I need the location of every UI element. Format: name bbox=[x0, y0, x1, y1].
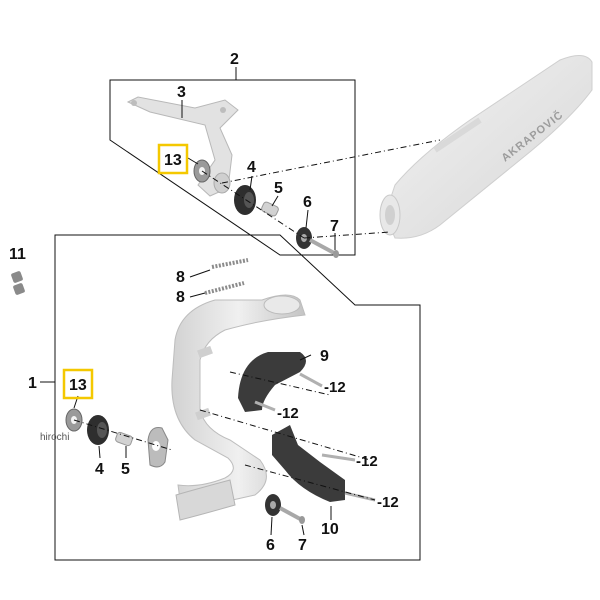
callout-12-a: -12 bbox=[324, 379, 346, 396]
callout-11: 11 bbox=[9, 246, 26, 263]
rubber-grommet-4-bottom bbox=[87, 415, 109, 445]
highlight-box-13-bottom bbox=[62, 368, 94, 400]
clamp-bracket bbox=[147, 427, 169, 468]
callout-9: 9 bbox=[320, 348, 329, 365]
clip-11 bbox=[11, 271, 25, 295]
bolt-7-bottom bbox=[279, 506, 305, 524]
callout-7-bottom: 7 bbox=[298, 537, 307, 554]
callout-12-b: -12 bbox=[277, 405, 299, 422]
group-2-frame bbox=[109, 79, 356, 256]
axis-line-bottom-c bbox=[229, 371, 331, 396]
axis-line-top-b bbox=[303, 231, 391, 239]
callout-10: 10 bbox=[321, 521, 339, 538]
callout-2: 2 bbox=[230, 51, 239, 68]
callout-6-top: 6 bbox=[303, 194, 312, 211]
small-screws-12 bbox=[254, 372, 376, 502]
watermark-text: hirochi bbox=[40, 432, 69, 443]
axis-line-top-a bbox=[221, 139, 441, 184]
muffler: AKRAPOVIČ bbox=[379, 55, 593, 239]
callout-12-c: -12 bbox=[356, 453, 378, 470]
springs-8 bbox=[204, 258, 249, 295]
axis-line-bottom-a bbox=[73, 419, 173, 451]
hanger-bracket bbox=[126, 96, 239, 197]
washer-6-bottom bbox=[265, 494, 281, 516]
callout-8-upper: 8 bbox=[176, 269, 185, 286]
callout-13-bottom: 13 bbox=[69, 377, 87, 394]
callout-4-bottom: 4 bbox=[95, 461, 104, 478]
callout-13-top: 13 bbox=[164, 152, 182, 169]
callout-7-top: 7 bbox=[330, 218, 339, 235]
callout-6-bottom: 6 bbox=[266, 537, 275, 554]
callout-5-top: 5 bbox=[274, 180, 283, 197]
highlight-box-13-top bbox=[157, 143, 189, 175]
axis-line-top-c bbox=[201, 170, 305, 239]
group-1-frame bbox=[54, 234, 421, 561]
axis-line-bottom-b bbox=[199, 409, 371, 461]
heat-shield-10 bbox=[272, 425, 345, 502]
callout-4-top: 4 bbox=[247, 159, 256, 176]
callout-8-lower: 8 bbox=[176, 289, 185, 306]
callout-12-d: -12 bbox=[377, 494, 399, 511]
sleeve-5-top bbox=[261, 201, 279, 217]
sleeve-5-bottom bbox=[115, 431, 133, 447]
rubber-grommet-4-top bbox=[234, 185, 256, 215]
bolt-7-top bbox=[309, 238, 339, 258]
header-pipe bbox=[171, 294, 306, 521]
callout-1: 1 bbox=[28, 375, 37, 392]
axis-line-bottom-d bbox=[244, 464, 376, 501]
callout-5-bottom: 5 bbox=[121, 461, 130, 478]
callout-3: 3 bbox=[177, 84, 186, 101]
